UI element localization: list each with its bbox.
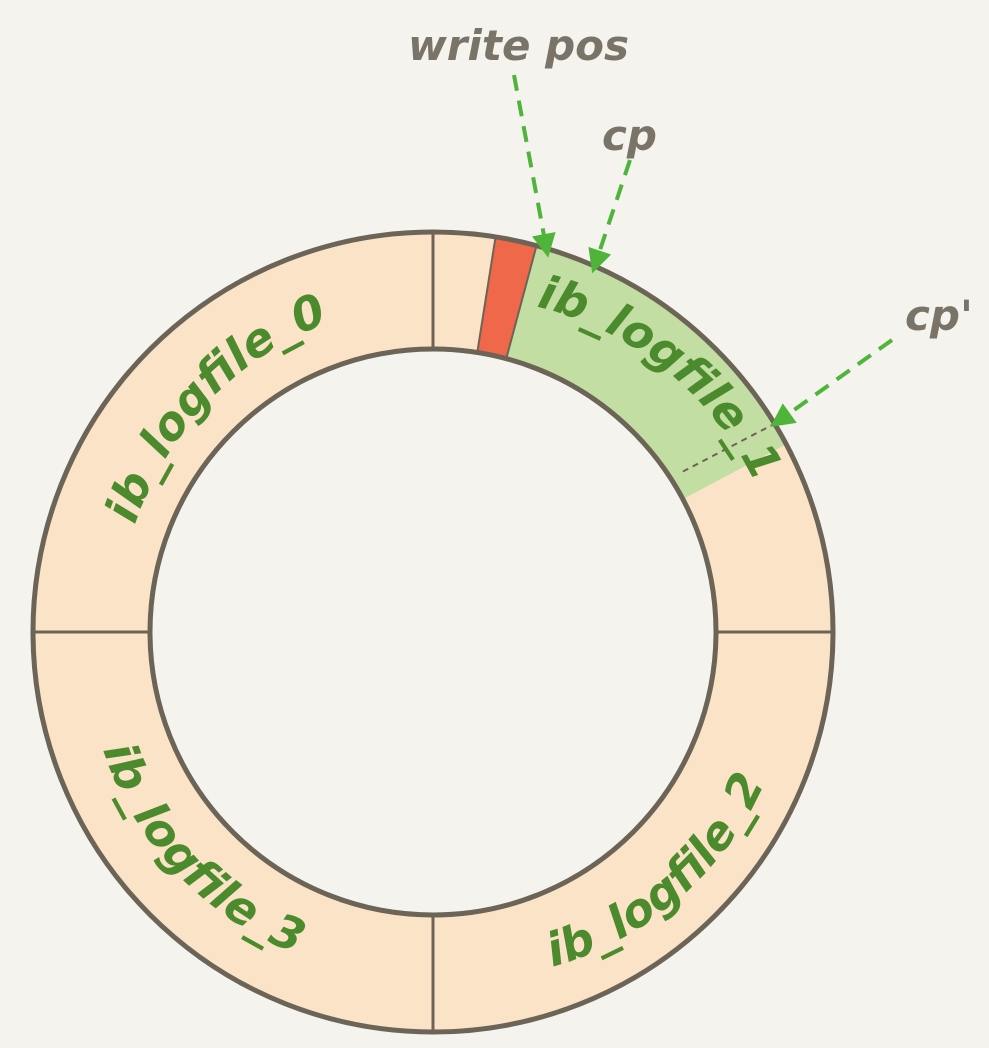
- write-pos-label: write pos: [408, 21, 629, 70]
- ring-segment-3: [33, 632, 433, 1032]
- ring-segment-0: [33, 232, 433, 632]
- written-region: [477, 236, 537, 359]
- cp-label: cp: [602, 111, 657, 160]
- ring-inner-edge: [147, 346, 719, 918]
- region-boundary-0: [476, 236, 497, 353]
- checkpoint-region: [506, 245, 787, 500]
- segment-dividers: [33, 232, 833, 1032]
- region-boundary-1: [505, 245, 538, 359]
- cp-prime-arrow: [770, 338, 894, 427]
- ring-segment-2: [433, 632, 833, 1032]
- write-pos-arrow: [512, 74, 556, 258]
- cp-prime-boundary: [681, 422, 777, 473]
- cp-prime-label: cp': [905, 291, 973, 340]
- cp-arrow: [588, 159, 632, 274]
